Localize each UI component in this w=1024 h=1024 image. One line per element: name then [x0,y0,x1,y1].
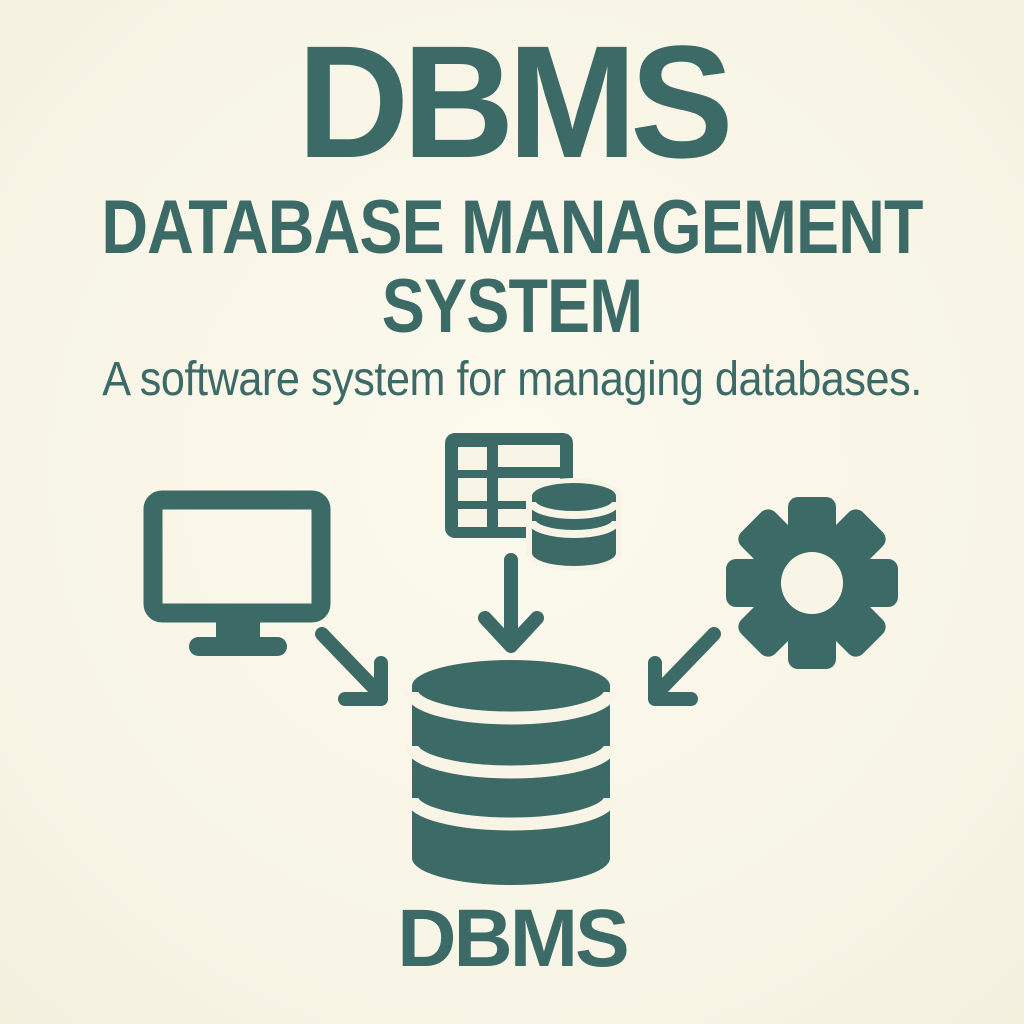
page-description: A software system for managing databases… [102,353,922,406]
mini-database-icon [526,478,622,571]
subtitle-line-2: SYSTEM [381,264,643,350]
arrow-gear-to-dbms-icon [648,627,721,706]
arrow-table-to-dbms-icon [478,553,544,653]
gear-icon [726,497,898,669]
page-subtitle: DATABASE MANAGEMENT SYSTEM [101,185,923,350]
subtitle-line-1: DATABASE MANAGEMENT [101,185,923,270]
database-icon [405,660,617,885]
page-title: DBMS [297,12,734,191]
dbms-label: DBMS [397,893,629,984]
monitor-icon [143,490,331,656]
arrow-monitor-to-dbms-icon [315,627,388,706]
